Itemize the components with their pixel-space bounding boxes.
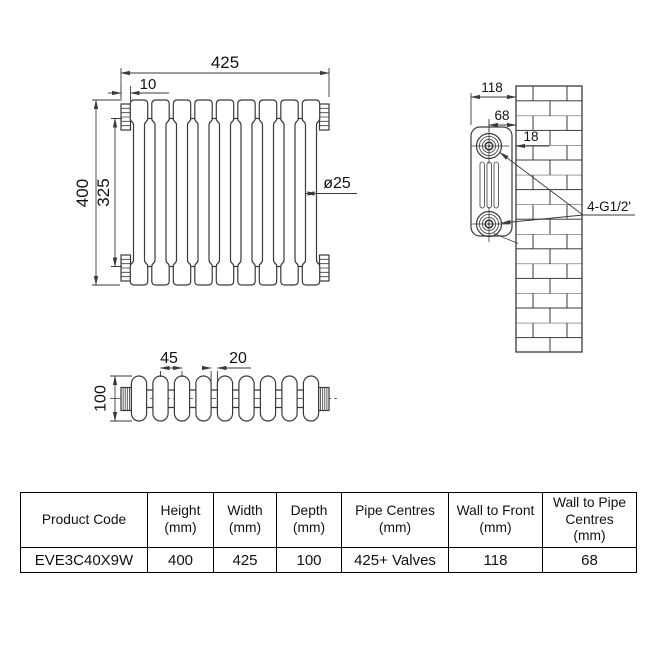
col-header-width: Width (mm): [213, 492, 277, 548]
table-data-row: EVE3C40X9W 400 425 100 425+ Valves 118 6…: [20, 547, 637, 573]
connection-annotation: 4-G1/2': [499, 152, 635, 225]
connection-size-label: 4-G1/2': [587, 199, 631, 214]
dim-depth-100: 100: [93, 375, 132, 422]
cell-wall-to-pipe-centres: 68: [542, 547, 637, 573]
side-view: 118 68 18 4-G1/2': [470, 80, 635, 353]
cell-wall-to-front: 118: [448, 547, 543, 573]
front-column-diameter-label: ø25: [323, 175, 351, 192]
joint-width-label: 20: [229, 350, 247, 367]
col-header-height: Height (mm): [147, 492, 214, 548]
dim-wall-gap-18: 18: [515, 129, 549, 149]
cell-height: 400: [147, 547, 214, 573]
dim-vertical-pipe-centres-325: 325: [94, 117, 122, 268]
dim-column-diameter-25: ø25: [304, 175, 357, 196]
wall-gap-label: 18: [523, 129, 538, 144]
top-view: 45 20 100: [93, 350, 340, 422]
front-height-label: 400: [73, 179, 92, 207]
dim-wall-to-pipe-68: 68: [488, 108, 517, 131]
dim-section-pitch-45: 45: [159, 350, 183, 377]
radiator-technical-drawing: 425 10 400 325 ø25: [73, 53, 635, 422]
dim-joint-width-20: 20: [201, 350, 251, 386]
radiator-top-body: [130, 375, 320, 422]
front-pipe-centres-label: 325: [94, 178, 113, 206]
dim-end-connection-10: 10: [108, 76, 169, 101]
col-header-product-code: Product Code: [20, 492, 148, 548]
wall-bracket: [493, 233, 519, 244]
dim-wall-to-front-118: 118: [470, 80, 517, 125]
dim-height-400: 400: [73, 99, 120, 286]
pipe-connection-top: [475, 132, 503, 160]
depth-label: 100: [93, 385, 110, 412]
cell-pipe-centres: 425+ Valves: [341, 547, 449, 573]
brick-wall: [515, 85, 583, 353]
front-width-label: 425: [211, 53, 239, 72]
table-header-row: Product Code Height (mm) Width (mm) Dept…: [20, 492, 637, 548]
cell-width: 425: [213, 547, 277, 573]
section-pitch-label: 45: [160, 350, 178, 367]
col-header-depth: Depth (mm): [276, 492, 342, 548]
wall-to-pipe-label: 68: [494, 108, 509, 123]
radiator-front-body: [129, 99, 321, 286]
wall-to-front-label: 118: [481, 80, 503, 95]
col-header-wall-to-front: Wall to Front (mm): [448, 492, 543, 548]
col-header-wall-to-pipe-centres: Wall to Pipe Centres (mm): [542, 492, 637, 548]
cell-depth: 100: [276, 547, 342, 573]
front-view: 425 10 400 325 ø25: [73, 53, 357, 286]
front-end-width-label: 10: [140, 76, 157, 93]
specification-table: Product Code Height (mm) Width (mm) Dept…: [20, 492, 637, 573]
col-header-pipe-centres: Pipe Centres (mm): [341, 492, 449, 548]
cell-product-code: EVE3C40X9W: [20, 547, 148, 573]
